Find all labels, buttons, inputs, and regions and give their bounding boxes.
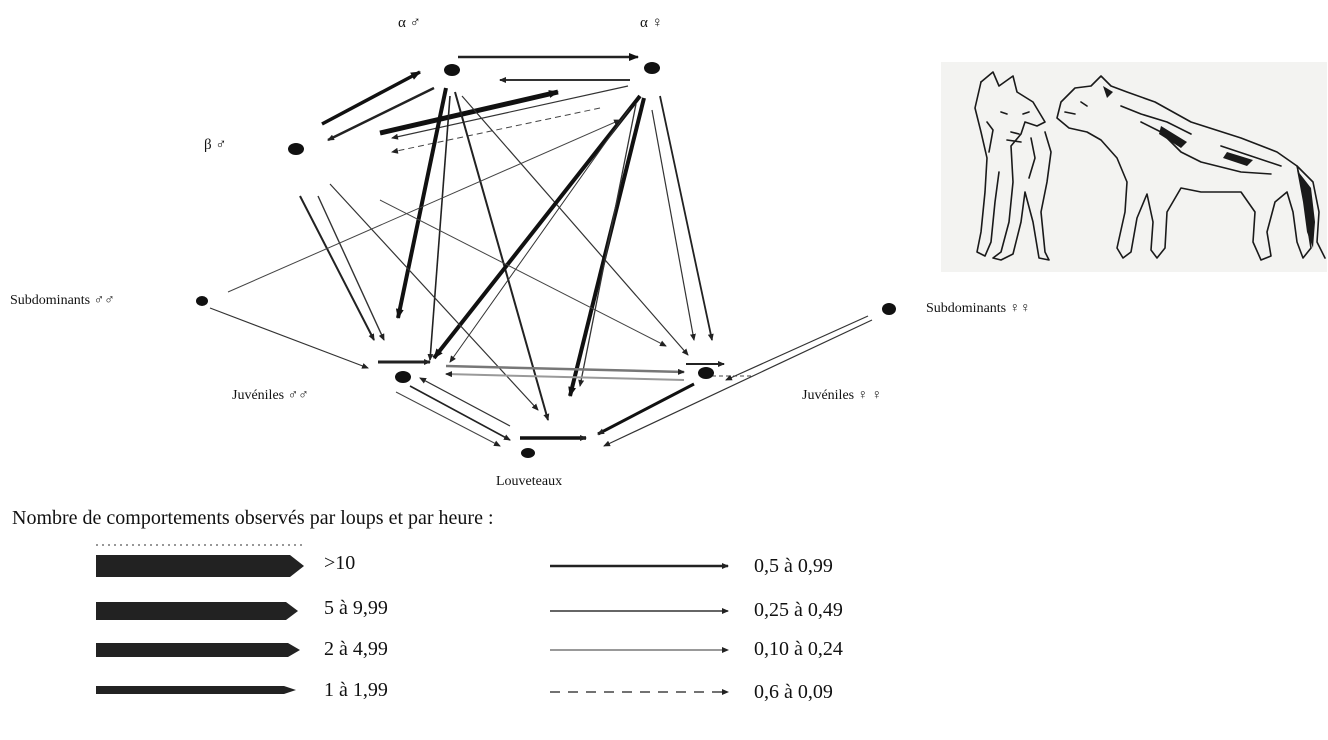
edge-sub-females-to-juv-females <box>725 315 869 381</box>
legend-label-1-1: 1 à 1,99 <box>324 679 388 701</box>
edge-beta-to-juv-males <box>299 195 375 341</box>
legend-sample-5-9 <box>96 602 298 620</box>
edge-alpha-female-to-juv-females-2 <box>651 109 696 341</box>
label-alpha-male: α ♂ <box>398 15 421 31</box>
edge-beta-to-alpha-male <box>321 70 421 126</box>
node-beta-male <box>288 143 304 155</box>
edge-alpha-male-to-juv-females <box>461 95 689 356</box>
node-alpha-female <box>644 62 660 74</box>
legend-label-0-10: 0,10 à 0,24 <box>754 638 843 660</box>
label-pups: Louveteaux <box>496 474 563 489</box>
label-juvenile-females: Juvéniles ♀ ♀ <box>802 388 883 403</box>
edge-sub-males-to-juv-males <box>209 307 369 369</box>
edge-alpha-female-to-beta-dashed <box>391 107 601 154</box>
node-subdominant-females <box>882 303 896 315</box>
edge-juv-males-to-pups-2 <box>395 391 501 447</box>
node-alpha-male <box>444 64 460 76</box>
edge-pups-to-juv-males <box>419 377 511 427</box>
edge-alpha-male-to-juv-males <box>395 87 448 319</box>
label-subdominant-females: Subdominants ♀♀ <box>926 301 1031 316</box>
edge-alpha-female-to-juv-females <box>659 95 714 341</box>
edge-beta-to-juv-males-2 <box>317 195 385 341</box>
edge-juv-males-to-juv-females <box>445 364 685 375</box>
edge-beta-to-juv-females <box>379 199 667 347</box>
label-alpha-female: α ♀ <box>640 15 663 31</box>
legend-title: Nombre de comportements observés par lou… <box>12 507 494 529</box>
nodes-group <box>196 62 896 458</box>
wolves-drawing <box>974 71 1326 261</box>
legend-sample-gt10 <box>96 555 304 577</box>
label-beta-male: β ♂ <box>204 137 227 153</box>
edges-group <box>209 53 873 447</box>
wolves-illustration <box>941 62 1327 272</box>
node-juvenile-females <box>698 367 714 379</box>
node-pups <box>521 448 535 458</box>
edge-alpha-male-down <box>427 95 451 361</box>
legend-label-5-9: 5 à 9,99 <box>324 597 388 619</box>
label-subdominant-males: Subdominants ♂♂ <box>10 293 115 308</box>
edge-juv-females-to-pups <box>597 382 695 436</box>
legend-label-0-5: 0,5 à 0,99 <box>754 555 833 577</box>
legend-label-2-4: 2 à 4,99 <box>324 638 388 660</box>
legend-sample-1-1 <box>96 686 296 694</box>
node-subdominant-males <box>196 296 208 306</box>
edge-alpha-female-to-pups-2 <box>578 103 637 387</box>
edge-beta-to-alpha-female-thick <box>379 89 559 136</box>
legend-label-gt10: >10 <box>324 552 356 574</box>
edge-sub-females-to-pups <box>603 319 873 447</box>
edge-sub-males-to-alpha-female <box>227 119 621 293</box>
edge-alpha-female-to-juv-males-thin <box>449 107 631 363</box>
legend-sample-2-4 <box>96 643 300 657</box>
edge-alpha-female-to-beta <box>391 85 629 140</box>
edge-alpha-female-to-juv-males <box>432 94 642 360</box>
edge-juv-males-to-pups <box>409 385 511 441</box>
node-juvenile-males <box>395 371 411 383</box>
legend-label-0-25: 0,25 à 0,49 <box>754 599 843 621</box>
edge-juv-females-to-juv-males <box>445 371 685 381</box>
label-juvenile-males: Juvéniles ♂♂ <box>232 388 309 403</box>
legend-label-0-06: 0,6 à 0,09 <box>754 681 833 703</box>
edge-beta-to-pups <box>329 183 539 411</box>
legend-samples <box>96 544 729 695</box>
edge-alpha-male-to-pups <box>454 91 550 421</box>
edge-alpha-male-to-beta <box>327 86 435 142</box>
